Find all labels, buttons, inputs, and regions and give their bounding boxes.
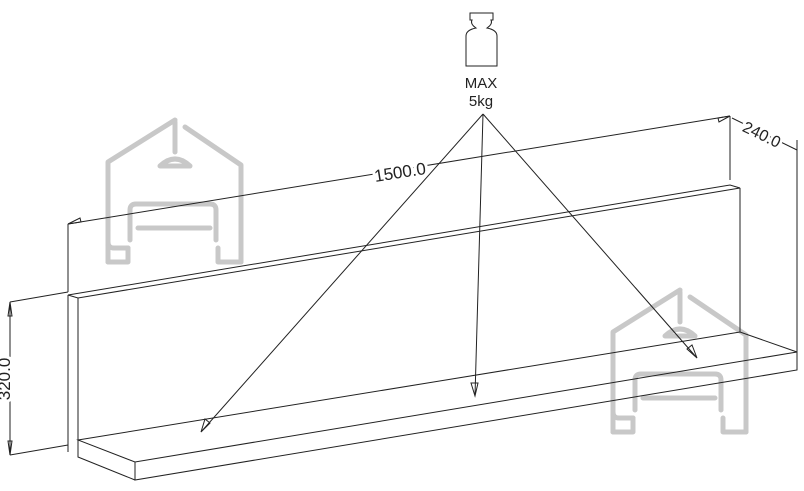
- max-load-value: 5kg: [469, 93, 493, 110]
- height-dimension: [7, 291, 69, 456]
- weight-icon: [465, 12, 498, 67]
- load-arrows: [200, 113, 698, 433]
- length-dimension: [67, 115, 731, 292]
- shelf-board: [76, 331, 798, 481]
- watermark-house-sofa-icon: [610, 287, 749, 435]
- watermark-house-sofa-icon: [105, 117, 244, 265]
- depth-dimension-label: 240.0: [740, 119, 784, 152]
- max-load-label: MAX: [465, 75, 498, 92]
- length-dimension-label: 1500.0: [373, 159, 427, 186]
- height-dimension-label: 320.0: [0, 358, 14, 401]
- shelf-back-panel: [67, 184, 741, 455]
- depth-dimension: [731, 117, 798, 352]
